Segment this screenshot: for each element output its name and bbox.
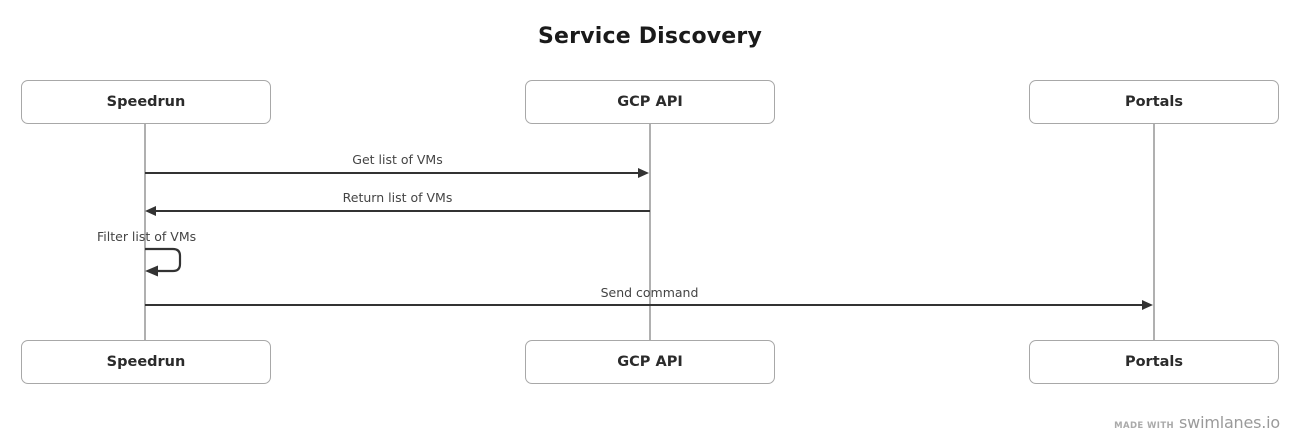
message-text-get-list-of-vms: Get list of VMs [352,152,443,167]
arrowhead-send-command [1142,299,1153,310]
lifeline-portals [1153,124,1155,340]
message-label-get-list-of-vms: Get list of VMs [145,152,650,167]
participant-label-gcp-api-top: GCP API [617,94,683,110]
message-line-get-list-of-vms[interactable] [145,172,639,175]
lifeline-speedrun [144,124,146,340]
participant-box-portals-bottom[interactable]: Portals [1029,340,1279,384]
message-line-return-list-of-vms[interactable] [156,210,650,213]
participant-box-portals-top[interactable]: Portals [1029,80,1279,124]
participant-box-gcp-api-top[interactable]: GCP API [525,80,775,124]
participant-label-speedrun-top: Speedrun [106,94,186,110]
participant-label-gcp-api-bottom: GCP API [617,354,683,370]
participant-label-speedrun-bottom: Speedrun [106,354,186,370]
message-label-return-list-of-vms: Return list of VMs [145,190,650,205]
participant-label-portals-bottom: Portals [1124,354,1184,370]
participant-box-speedrun-bottom[interactable]: Speedrun [21,340,271,384]
footer-brand-link[interactable]: swimlanes.io [1179,413,1280,432]
footer-made-with-label: MADE WITH [1114,421,1175,431]
participant-box-speedrun-top[interactable]: Speedrun [21,80,271,124]
message-label-filter-list-of-vms: Filter list of VMs [97,229,196,244]
diagram-title: Service Discovery [537,24,763,49]
message-text-send-command: Send command [600,285,699,300]
participant-label-portals-top: Portals [1124,94,1184,110]
footer-attribution[interactable]: MADE WITH swimlanes.io [1114,413,1280,432]
message-label-send-command: Send command [145,285,1154,300]
participant-box-gcp-api-bottom[interactable]: GCP API [525,340,775,384]
message-line-send-command[interactable] [145,304,1143,307]
arrowhead-return-list-of-vms [145,205,156,216]
message-text-return-list-of-vms: Return list of VMs [342,190,453,205]
lifeline-gcp-api [649,124,651,340]
message-text-filter-list-of-vms: Filter list of VMs [97,229,197,244]
arrowhead-get-list-of-vms [638,167,649,178]
self-loop-filter-list-of-vms[interactable] [140,242,200,282]
